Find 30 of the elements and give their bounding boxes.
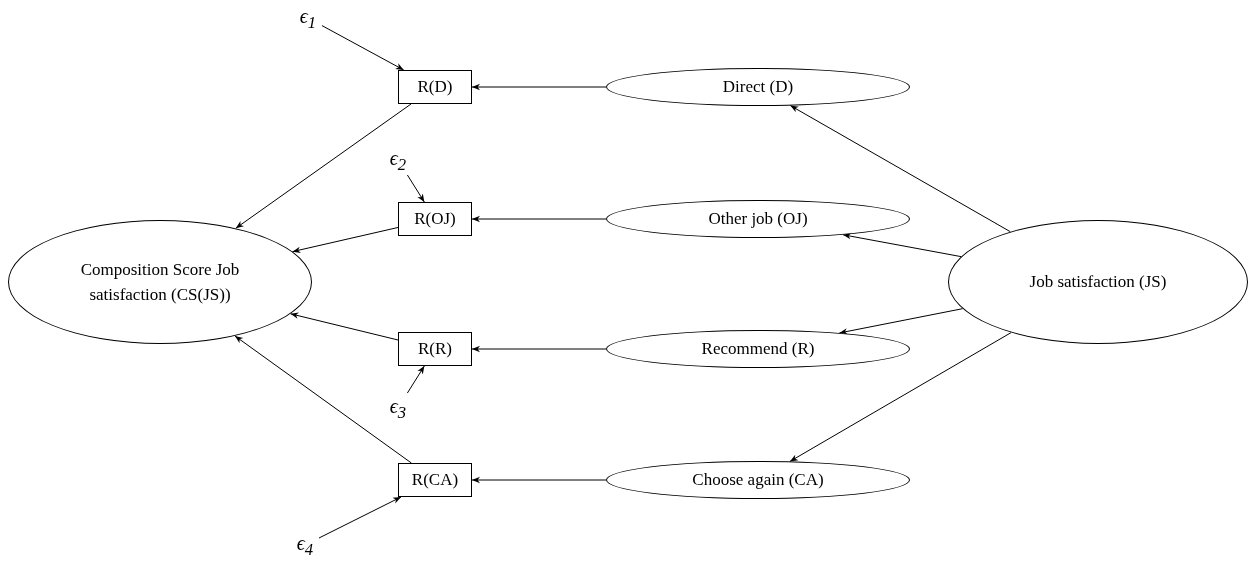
ellipse-node: Direct (D) [606, 68, 910, 106]
arrow [406, 174, 425, 203]
rectangle-node: R(R) [398, 332, 472, 366]
arrow [838, 308, 964, 335]
arrow [789, 332, 1012, 462]
error-term-label: ϵ$_{2}$ [384, 145, 412, 175]
arrow [290, 312, 399, 341]
error-term-label: ϵ$_{4}$ [291, 530, 319, 560]
ellipse-node: Job satisfaction (JS) [948, 220, 1248, 344]
arrow [321, 25, 405, 71]
arrow [235, 103, 412, 229]
ellipse-node: Other job (OJ) [606, 200, 910, 238]
arrow [789, 105, 1011, 233]
ellipse-node: Recommend (R) [606, 330, 910, 368]
arrow [471, 215, 607, 223]
arrow [471, 83, 607, 91]
rectangle-node: R(CA) [398, 463, 472, 497]
arrow [292, 227, 399, 253]
ellipse-node: Choose again (CA) [606, 461, 910, 499]
ellipse-node: Composition Score Job satisfaction (CS(JS)) [8, 220, 312, 344]
arrow [842, 233, 962, 258]
rectangle-node: R(D) [398, 70, 472, 104]
arrow [318, 496, 402, 539]
arrow [234, 335, 412, 464]
arrow [471, 476, 607, 484]
error-term-label: ϵ$_{3}$ [384, 393, 412, 423]
rectangle-node: R(OJ) [398, 202, 472, 236]
arrow [406, 365, 425, 394]
error-term-label: ϵ$_{1}$ [294, 3, 322, 33]
arrow [471, 345, 607, 353]
